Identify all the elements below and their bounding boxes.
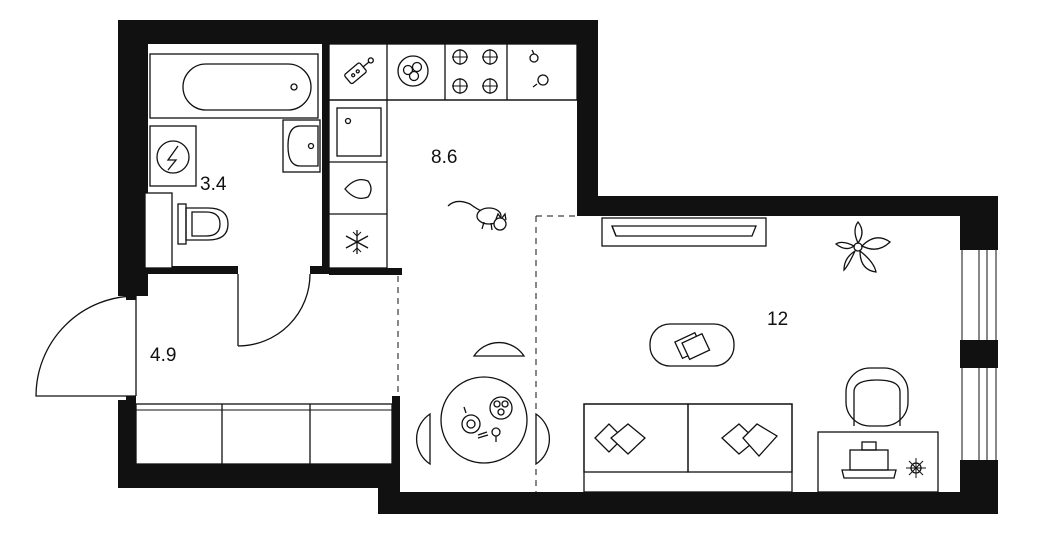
wall-bath-bottom-right [310,266,329,274]
laptop-icon [841,441,897,479]
desk [817,431,939,493]
bathroom-cabinet [144,192,173,269]
plant-icon [834,220,892,273]
hood-drop-icon [344,178,372,200]
cat-icon [447,200,507,231]
bathtub [149,53,319,119]
zone-dividers [397,215,577,492]
kitchen-sink [336,107,382,157]
bathroom-area-label: 3.4 [200,174,227,195]
fridge-snowflake-icon [345,230,369,254]
dining-table [416,342,550,466]
wall-bath-bottom-left [148,266,238,274]
wall-hall-bottom [118,464,400,488]
tv-stand [601,217,767,247]
window-lower [961,368,997,460]
bathroom-door [237,273,311,347]
windows [961,250,997,460]
wall-bottom [378,492,998,514]
desk-chair [845,367,909,427]
wall-door-jamb-bottom [126,396,136,406]
window-upper [961,250,997,340]
washing-machine [149,125,197,187]
wall-top [118,20,598,44]
wall-kitchen-stub [329,268,402,275]
bathroom-sink [282,119,321,173]
wall-living-top [577,196,998,216]
coffee-table [649,323,735,367]
wall-kitchen-right [577,20,598,196]
fruit-bowl-icon [397,55,429,87]
kettle-icon [529,49,549,88]
wardrobe [135,403,393,465]
kitchen-counter [328,43,578,269]
wall-right-top [960,196,998,250]
living-area-label: 12 [767,309,788,330]
wall-hall-right [392,396,400,466]
wall-bath-kitchen [322,44,329,274]
cutting-board-icon [344,57,374,85]
desk-plant-icon [906,458,926,478]
toilet [177,203,229,245]
doors [35,273,311,397]
stove-icon [452,49,498,94]
walls [118,20,998,514]
kitchen-area-label: 8.6 [431,147,457,168]
wall-door-jamb-top [126,290,136,300]
sofa [583,403,793,493]
wall-right-mid [960,340,998,368]
entrance-door [35,295,137,397]
hallway-area-label: 4.9 [150,345,176,366]
wall-left-upper [118,20,148,296]
